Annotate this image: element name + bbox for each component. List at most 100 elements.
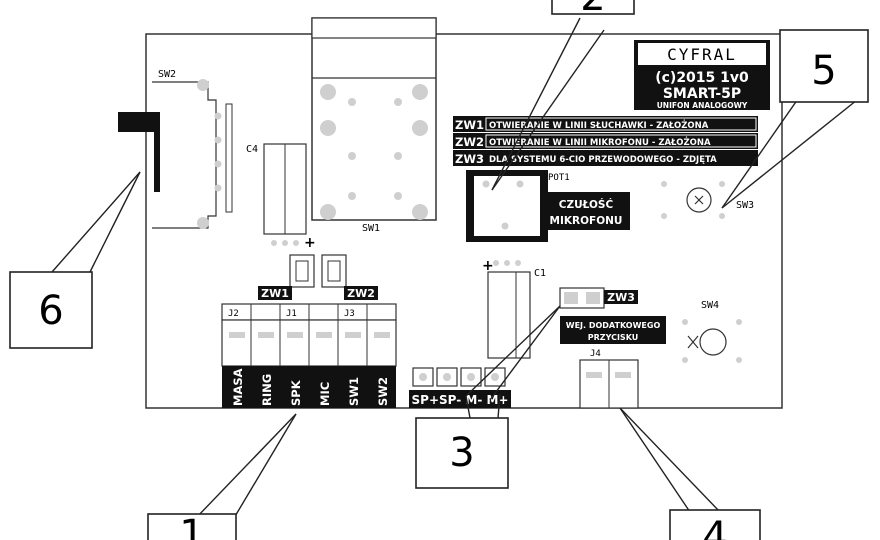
sw4-pad — [736, 357, 742, 363]
terminal-dividers — [250, 304, 368, 366]
c4-pad — [293, 240, 299, 246]
sw1-pad — [320, 120, 336, 136]
zw2-jumper-cap — [327, 260, 341, 282]
callout-3: 3 — [415, 417, 509, 489]
callout-5-number: 5 — [811, 48, 836, 94]
zw2-label-bg — [344, 286, 378, 300]
j4-label: J4 — [590, 349, 601, 359]
c1-pad — [504, 260, 510, 266]
leader-lines — [51, 17, 863, 519]
j2-label: J2 — [228, 309, 239, 319]
sw1-pin — [394, 152, 402, 160]
c1-label: C1 — [534, 268, 546, 279]
sw1-pin — [348, 192, 356, 200]
jumper-note-1-text: OTWIERANIE W LINII SŁUCHAWKI - ZAŁOŻONA — [489, 120, 709, 131]
terminal-label-ring: RING — [260, 374, 274, 406]
terminal-screws — [229, 332, 390, 338]
pot-caption-bg — [542, 192, 630, 230]
sw4-label: SW4 — [701, 300, 719, 311]
sw2-lever — [118, 112, 160, 132]
jumper-note-1-code: ZW1 — [455, 118, 484, 132]
sw1-pad — [412, 204, 428, 220]
sw1-label: SW1 — [362, 223, 380, 234]
zw1-label: ZW1 — [261, 287, 289, 300]
sw2-lever-stem — [154, 112, 160, 192]
extra-button-label-1: WEJ. DODATKOWEGO — [566, 321, 661, 330]
jumper-note-1-frame — [485, 117, 757, 131]
sw3-label: SW3 — [736, 200, 754, 211]
sw2-hole — [197, 217, 209, 229]
sw1-pin — [394, 192, 402, 200]
sw1-relay — [311, 17, 437, 221]
board-version: (c)2015 1v0 — [655, 70, 749, 86]
pot-pin — [516, 180, 524, 188]
zw3-pin — [564, 292, 578, 304]
zw3-label-bg — [604, 290, 638, 304]
extra-button-label-bg — [560, 316, 666, 344]
sw4-pad — [736, 319, 742, 325]
terminal-label-mic: MIC — [318, 382, 332, 406]
c4-pad — [271, 240, 277, 246]
callout-5: 5 — [779, 29, 869, 103]
sw2-label: SW2 — [158, 69, 176, 80]
board-subtitle: UNIFON ANALOGOWY — [657, 101, 748, 110]
jumper-note-3-code: ZW3 — [455, 152, 484, 166]
c1-capacitor — [487, 271, 531, 359]
c4-pad — [282, 240, 288, 246]
zw1-label-bg — [258, 286, 292, 300]
sw3-pad — [661, 181, 667, 187]
jumper-note-3-text: DLA SYSTEMU 6-CIO PRZEWODOWEGO - ZDJĘTA — [489, 155, 717, 165]
sw2-rail — [225, 103, 233, 213]
terminal-labels: MASA RING SPK MIC SW1 SW2 — [231, 368, 390, 406]
terminal-label-sw2: SW2 — [376, 377, 390, 406]
sw1-pad — [320, 204, 336, 220]
sw1-pad — [320, 84, 336, 100]
sw4-x — [687, 335, 699, 349]
callout-4-number: 4 — [702, 514, 727, 540]
callout-3-number: 3 — [449, 430, 474, 476]
jumper-note-2-code: ZW2 — [455, 135, 484, 149]
zw3-pin — [586, 292, 600, 304]
sw1-pin — [348, 152, 356, 160]
callout-4: 4 — [669, 509, 761, 540]
callout-6: 6 — [9, 271, 93, 349]
sw2-hole — [197, 79, 209, 91]
terminal-labels-bg — [222, 366, 396, 408]
terminal-label-masa: MASA — [231, 368, 245, 406]
sw2-pin — [214, 112, 222, 120]
jumper-note-2-frame — [485, 134, 757, 148]
sw2-pin — [214, 184, 222, 192]
zw3-label: ZW3 — [607, 291, 635, 304]
pot-label: POT1 — [548, 173, 570, 183]
jumper-note-1-bg — [453, 116, 758, 132]
pot-pin — [501, 222, 509, 230]
board-model: SMART-5P — [663, 86, 741, 102]
sw4-button — [699, 328, 727, 356]
jumper-note-3-bg — [453, 150, 758, 166]
sw1-pin — [348, 98, 356, 106]
pot-pin — [482, 180, 490, 188]
c1-pad — [493, 260, 499, 266]
sw1-pad — [412, 120, 428, 136]
c4-plus: + — [304, 235, 316, 251]
callout-2-number: 2 — [580, 0, 605, 20]
zw2-label: ZW2 — [347, 287, 375, 300]
zw1-jumper-cap — [295, 260, 309, 282]
sw3-x — [694, 195, 704, 205]
sw4-pad — [682, 319, 688, 325]
speaker-pins-label-bg — [409, 390, 511, 408]
sw3-pad — [719, 213, 725, 219]
extra-button-label-2: PRZYCISKU — [588, 333, 639, 342]
brand-name: CYFRAL — [667, 45, 737, 64]
sw1-pin — [394, 98, 402, 106]
terminal-label-spk: SPK — [289, 379, 303, 406]
sw3-pad — [661, 213, 667, 219]
pot-caption-2: MIKROFONU — [550, 215, 623, 227]
sw2-pin — [214, 136, 222, 144]
sw1-relay-top — [311, 17, 437, 39]
j3-label: J3 — [344, 309, 355, 319]
callout-6-number: 6 — [38, 288, 63, 334]
c1-pad — [515, 260, 521, 266]
pot-caption-1: CZUŁOŚĆ — [559, 198, 614, 211]
